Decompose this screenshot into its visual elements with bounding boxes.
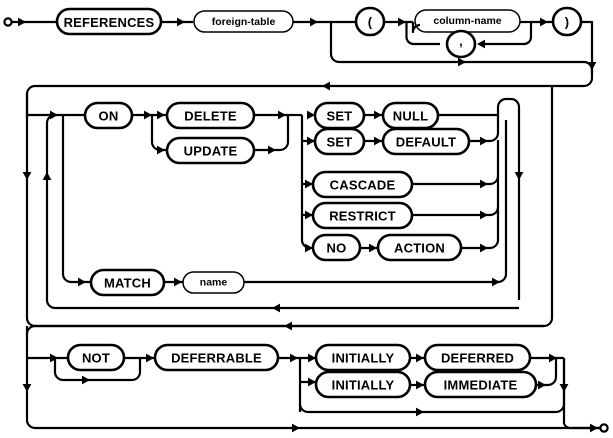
- rail-action-merge: [461, 207, 500, 250]
- rail-not-bypass: [53, 358, 142, 382]
- rail-final-skip: [25, 412, 600, 430]
- rail-immediate-merge: [536, 358, 558, 387]
- rail-rparen-to-wrap: [581, 20, 594, 74]
- arrow-on-to-split-icon: [144, 110, 152, 120]
- arrow-to-initially-1-icon: [308, 353, 316, 363]
- rail-split-to-update: [150, 115, 167, 152]
- node-immediate-label: IMMEDIATE: [444, 378, 518, 393]
- rail-initially-bypass: [298, 403, 556, 414]
- node-set-1-label: SET: [327, 109, 353, 124]
- node-no-label: NO: [327, 241, 347, 256]
- arrow-to-default-icon: [374, 136, 382, 146]
- arrow-to-restrict-icon: [305, 210, 313, 220]
- arrow-to-column-name-icon: [398, 17, 406, 27]
- arrow-to-update-icon: [157, 145, 165, 155]
- node-restrict-label: RESTRICT: [329, 209, 396, 224]
- node-name-label: name: [200, 277, 228, 289]
- arrow-to-name-icon: [174, 277, 182, 287]
- node-foreign-table-label: foreign-table: [212, 16, 276, 28]
- start-marker-icon: [3, 17, 13, 27]
- arrow-row2-skip-down-icon: [22, 172, 32, 180]
- arrow-on-result-down-icon: [514, 172, 524, 180]
- rail-row3-top-wrap: [25, 324, 544, 336]
- arrow-update-merge-icon: [268, 145, 276, 155]
- node-action-label: ACTION: [394, 241, 445, 256]
- rail-row3-result-join: [563, 423, 600, 430]
- arrow-start-icon: [18, 17, 26, 27]
- node-delete-label: DELETE: [184, 109, 237, 124]
- rail-entry-down-to-match: [61, 115, 91, 284]
- node-not-label: NOT: [82, 351, 110, 366]
- arrow-final-skip-icon: [292, 423, 300, 433]
- arrow-to-initially-2-icon: [308, 377, 316, 387]
- rail-loop-left-up: [411, 22, 421, 34]
- arrow-row3-skip-down-icon: [22, 384, 32, 392]
- arrow-default-merge-icon: [480, 136, 488, 146]
- arrow-to-rparen-icon: [540, 17, 548, 27]
- node-default-label: DEFAULT: [396, 135, 456, 150]
- arrow-to-action-icon: [369, 243, 377, 253]
- rail-inner-return-bottom: [45, 299, 519, 310]
- arrow-action-merge-icon: [480, 243, 488, 253]
- node-deferred-label: DEFERRED: [441, 351, 514, 366]
- arrow-end-icon: [590, 423, 598, 433]
- rail-loop-enter-left: [405, 22, 440, 46]
- arrow-to-lparen-icon: [310, 17, 318, 27]
- arrow-inner-return-up-icon: [42, 172, 52, 180]
- node-set-2-label: SET: [327, 135, 353, 150]
- arrow-comma-loop-icon: [477, 39, 485, 49]
- arrow-paren-bypass-icon: [458, 57, 466, 67]
- rail-restrict-merge: [412, 176, 500, 217]
- node-references-label: REFERENCES: [64, 15, 155, 30]
- rail-on-result-return: [496, 97, 521, 300]
- arrow-to-cascade-icon: [305, 179, 313, 189]
- node-rparen-label: ): [565, 15, 570, 30]
- arrow-initially-bypass-icon: [416, 407, 424, 417]
- end-marker-icon: [599, 423, 609, 433]
- arrow-deferrable-merge-icon: [290, 353, 298, 363]
- node-comma-label: ,: [459, 34, 463, 49]
- arrow-immediate-merge-icon: [538, 380, 546, 390]
- arrow-not-bypass-icon: [82, 375, 90, 385]
- arrow-wrap-row1-left-icon: [322, 81, 330, 91]
- node-initially-1-label: INITIALLY: [332, 351, 395, 366]
- arrow-to-immediate-icon: [416, 380, 424, 390]
- node-column-name-label: column-name: [433, 15, 501, 27]
- node-update-label: UPDATE: [184, 144, 238, 159]
- arrow-to-deferred-icon: [416, 353, 424, 363]
- arrow-cascade-merge-icon: [480, 179, 488, 189]
- arrow-restrict-merge-icon: [480, 210, 488, 220]
- arrow-row3-result-down-icon: [559, 384, 569, 392]
- arrow-to-no-icon: [305, 243, 313, 253]
- node-comma: [445, 29, 477, 59]
- rail-wrap-row1-to-row2: [25, 74, 594, 118]
- node-null-label: NULL: [393, 109, 428, 124]
- node-lparen-label: (: [368, 15, 373, 30]
- arrow-to-match-icon: [78, 277, 86, 287]
- node-on-label: ON: [99, 109, 119, 124]
- arrow-to-set-null-icon: [307, 110, 315, 120]
- rail-inner-return-curve: [45, 113, 56, 124]
- arrow-to-set-default-icon: [307, 136, 315, 146]
- rail-default-merge: [469, 115, 500, 143]
- arrow-inner-return-left-icon: [272, 303, 280, 313]
- arrow-wrap-down-icon: [587, 62, 597, 70]
- rail-loop-enter-right: [485, 22, 533, 46]
- arrow-match-merge-icon: [492, 277, 500, 287]
- node-match-label: MATCH: [104, 276, 151, 291]
- arrow-to-delete-icon: [157, 110, 165, 120]
- arrow-deferred-merge-icon: [549, 353, 557, 363]
- node-cascade-label: CASCADE: [330, 178, 396, 193]
- node-initially-2-label: INITIALLY: [332, 378, 395, 393]
- arrow-to-deferrable-icon: [146, 353, 154, 363]
- arrow-merge-icon: [278, 110, 286, 120]
- node-deferrable-label: DEFERRABLE: [171, 351, 262, 366]
- arrow-to-foreign-table-icon: [177, 17, 185, 27]
- arrow-to-null-icon: [374, 110, 382, 120]
- rail-update-merge: [254, 115, 290, 152]
